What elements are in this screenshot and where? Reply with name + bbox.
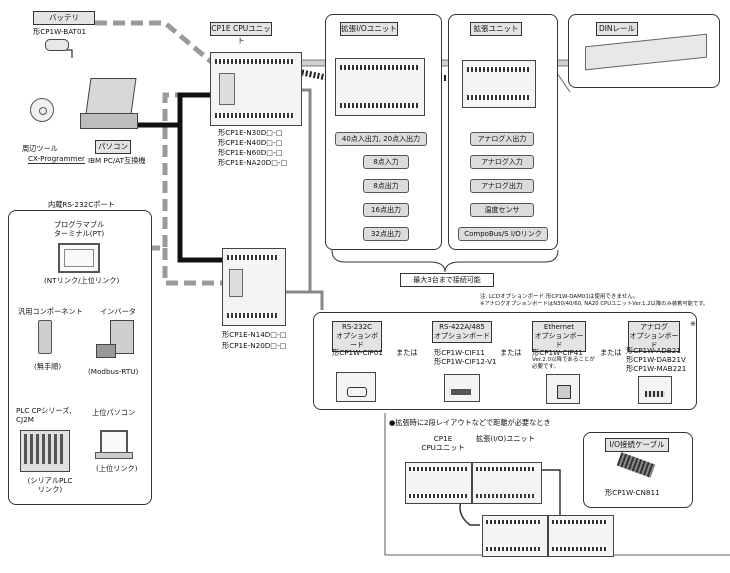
io-item-2: 8点入力	[363, 155, 409, 169]
rs232c-board-model: 形CP1W-CIF01	[332, 348, 383, 357]
ext-unit-image	[462, 60, 536, 108]
host-link: (上位リンク)	[96, 464, 138, 473]
rs232-port-title: 内蔵RS-232Cポート	[48, 200, 115, 209]
pc-tool-label: 周辺ツール	[22, 144, 58, 153]
io-unit-image	[335, 58, 425, 116]
io-item-3: 8点出力	[363, 179, 409, 193]
cd-icon	[30, 98, 54, 122]
cpu-unit-image	[210, 52, 302, 126]
cpu-model-5: 形CP1E-N14D□-□	[222, 330, 287, 339]
option-link-line-top	[300, 88, 312, 292]
rs232c-board-header: RS-232C オプションボード	[332, 321, 382, 352]
inv-label: インバータ	[100, 307, 136, 316]
ethernet-board-header: Ethernet オプションボード	[532, 321, 586, 352]
cable-model: 形CP1W-CN811	[605, 488, 660, 497]
ethernet-board-image	[546, 374, 580, 404]
ethernet-board-note: Ver.2.0以降であることが 必要です。	[532, 357, 595, 370]
max-units-label: 最大3台まで接続可能	[400, 273, 494, 287]
usb-cable-main	[138, 122, 222, 263]
layout2-cpu-label: CP1E CPUユニット	[421, 434, 465, 452]
or-label-3: または	[600, 348, 622, 357]
analog-board-image	[638, 376, 672, 404]
option-note-1: 注. LCDオプションボード 形CP1W-DAM01は使用できません。	[480, 294, 639, 300]
cpu-model-4: 形CP1E-NA20D□-□	[218, 158, 288, 167]
rs422-board-model-1: 形CP1W-CIF11	[434, 348, 485, 357]
pc-tool-name: CX-Programmer	[28, 154, 85, 164]
rs232-dashed-line-top	[148, 92, 205, 251]
layout2-io-label: 拡張(I/O)ユニット	[476, 434, 535, 443]
ext-item-5: CompoBus/S I/Oリンク	[458, 227, 548, 241]
cpu-header: CP1E CPUユニット	[210, 22, 272, 45]
option-note-2: ※アナログオプションボードはN30/40/60, NA20 CPUユニットVer…	[480, 301, 709, 307]
comp-link: (無手順)	[34, 362, 62, 371]
usb-cable-top	[177, 92, 215, 125]
plc-label: PLC CPシリーズ, CJ2M	[16, 406, 72, 424]
battery-image	[45, 39, 69, 51]
or-label-2: または	[500, 348, 522, 357]
laptop-screen	[85, 78, 137, 114]
pt-image	[58, 243, 100, 273]
cpu-model-1: 形CP1E-N30D□-□	[218, 128, 283, 137]
cpu-model-3: 形CP1E-N60D□-□	[218, 148, 283, 157]
host-label: 上位パソコン	[92, 408, 136, 417]
rs422-board-header: RS-422A/485 オプションボード	[432, 321, 492, 343]
motor-image	[96, 344, 116, 358]
layout2-io-image-3	[548, 515, 614, 557]
analog-board-model-2: 形CP1W-DAB21V	[626, 355, 686, 364]
layout2-title: ●拡張時に2段レイアウトなどで距離が必要なとき	[389, 418, 551, 427]
pt-link: (NTリンク/上位リンク)	[44, 276, 120, 285]
plc-image	[20, 430, 70, 472]
cpu-model-2: 形CP1E-N40D□-□	[218, 138, 283, 147]
battery-dashed-line	[95, 20, 217, 67]
rs422-board-image	[444, 374, 480, 402]
barcode-reader-icon	[38, 320, 52, 354]
laptop-base	[80, 113, 138, 129]
plc-link: (シリアルPLC リンク)	[27, 476, 73, 494]
analog-board-model-3: 形CP1W-MAB221	[626, 364, 687, 373]
ext-item-1: アナログ入出力	[470, 132, 534, 146]
comp-label: 汎用コンポーネント	[18, 307, 83, 316]
io-item-5: 32点出力	[363, 227, 409, 241]
rs422-board-model-2: 形CP1W-CIF12-V1	[434, 357, 497, 366]
pc-header: パソコン	[95, 140, 131, 154]
din-header: DINレール	[596, 22, 638, 36]
ext-item-3: アナログ出力	[470, 179, 534, 193]
ext-item-2: アナログ入力	[470, 155, 534, 169]
io-unit-header: 拡張I/Oユニット	[340, 22, 398, 36]
rs232c-board-image	[336, 372, 376, 402]
layout2-frame	[384, 413, 730, 556]
io-item-4: 16点出力	[363, 203, 409, 217]
battery-header: バッテリ	[33, 11, 95, 25]
max-units-brace	[331, 249, 559, 273]
pc-compat: IBM PC/AT互換機	[88, 156, 146, 165]
inv-link: (Modbus-RTU)	[88, 367, 139, 376]
analog-board-model-1: 形CP1W-ADB21	[626, 346, 681, 355]
pt-label: プログラマブル ターミナル(PT)	[53, 220, 105, 238]
cpu-small-unit-image	[222, 248, 286, 326]
layout2-io-image-1	[472, 462, 542, 504]
ethernet-board-model: 形CP1W-CIF41	[532, 348, 583, 357]
option-asterisk: ※	[690, 319, 697, 328]
io-item-1: 40点入出力, 20点入出力	[335, 132, 427, 146]
layout2-cpu-image	[405, 462, 472, 504]
host-pc-image	[100, 430, 128, 454]
analog-board-header: アナログ オプションボード	[628, 321, 680, 352]
or-label-1: または	[396, 348, 418, 357]
ext-unit-header: 拡張ユニット	[470, 22, 522, 36]
rs232-dashed-line-bottom	[162, 248, 222, 286]
ext-item-4: 温度センサ	[470, 203, 534, 217]
cable-header: I/O接続ケーブル	[605, 438, 669, 452]
battery-model: 形CP1W-BAT01	[33, 27, 87, 36]
cpu-model-6: 形CP1E-N20D□-□	[222, 341, 287, 350]
layout2-io-image-2	[482, 515, 548, 557]
